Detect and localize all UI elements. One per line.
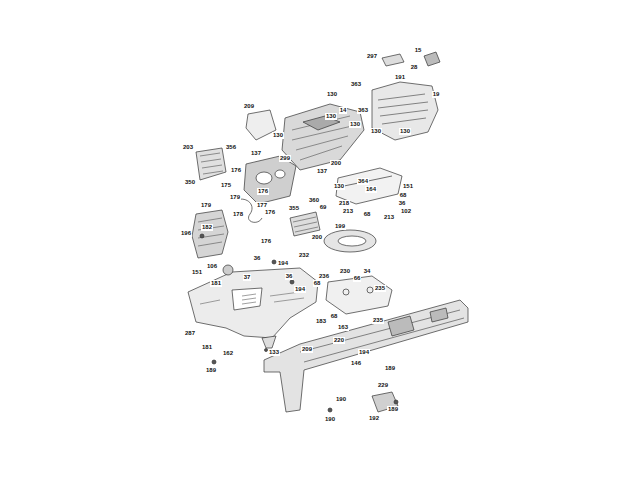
callout-number: 363 (350, 81, 362, 88)
callout-number: 34 (363, 268, 372, 275)
callout-number: 192 (368, 415, 380, 422)
callout-number: 194 (277, 260, 289, 267)
callout-number: 164 (365, 186, 377, 193)
callout-number: 191 (394, 74, 406, 81)
callout-number: 175 (220, 182, 232, 189)
callout-number: 287 (184, 330, 196, 337)
callout-number: 162 (222, 350, 234, 357)
callout-number: 229 (377, 382, 389, 389)
callout-number: 218 (338, 200, 350, 207)
callout-number: 151 (191, 269, 203, 276)
callout-number: 220 (333, 337, 345, 344)
callout-number: 230 (339, 268, 351, 275)
callout-number: 235 (374, 285, 386, 292)
callout-number: 199 (334, 223, 346, 230)
callout-number: 68 (330, 313, 339, 320)
callout-number: 130 (326, 91, 338, 98)
callout-number: 137 (316, 168, 328, 175)
callout-number: 236 (318, 273, 330, 280)
callout-number: 194 (358, 349, 370, 356)
callout-number: 14 (339, 107, 348, 114)
callout-number: 360 (308, 197, 320, 204)
callout-number: 69 (319, 204, 328, 211)
callout-number: 36 (285, 273, 294, 280)
callout-number: 178 (232, 211, 244, 218)
callout-number: 189 (384, 365, 396, 372)
callout-number: 176 (257, 188, 269, 195)
callout-number: 179 (200, 202, 212, 209)
callout-number: 37 (243, 274, 252, 281)
callout-number: 213 (342, 208, 354, 215)
callout-number: 66 (353, 275, 362, 282)
callout-number: 350 (184, 179, 196, 186)
callout-number: 176 (230, 167, 242, 174)
callout-number: 183 (315, 318, 327, 325)
callout-number: 235 (372, 317, 384, 324)
callout-number: 68 (399, 192, 408, 199)
callout-number: 232 (298, 252, 310, 259)
callout-number: 299 (279, 155, 291, 162)
callout-number: 297 (366, 53, 378, 60)
callout-number: 355 (288, 205, 300, 212)
callout-number: 130 (333, 183, 345, 190)
callout-number: 36 (398, 200, 407, 207)
callout-number: 200 (311, 234, 323, 241)
callout-number: 177 (256, 202, 268, 209)
callout-number: 68 (363, 211, 372, 218)
callout-number: 363 (357, 107, 369, 114)
callout-number: 190 (335, 396, 347, 403)
callout-number: 200 (330, 160, 342, 167)
callout-number: 68 (313, 280, 322, 287)
callout-number: 36 (253, 255, 262, 262)
callout-number: 130 (349, 121, 361, 128)
callout-number: 194 (294, 286, 306, 293)
callout-number: 133 (268, 349, 280, 356)
callout-number: 182 (201, 224, 213, 231)
callout-number: 130 (370, 128, 382, 135)
callout-number: 196 (180, 230, 192, 237)
callout-number: 181 (201, 344, 213, 351)
callout-number: 130 (399, 128, 411, 135)
callout-number: 146 (350, 360, 362, 367)
callout-number: 209 (243, 103, 255, 110)
callout-number: 190 (324, 416, 336, 423)
callout-number: 181 (210, 280, 222, 287)
callout-number: 189 (205, 367, 217, 374)
callout-number: 151 (402, 183, 414, 190)
callout-number: 28 (410, 64, 419, 71)
callout-number: 15 (414, 47, 423, 54)
callout-number: 356 (225, 144, 237, 151)
callout-number: 106 (206, 263, 218, 270)
callout-number: 176 (260, 238, 272, 245)
callout-number: 209 (301, 346, 313, 353)
callout-number: 130 (272, 132, 284, 139)
callout-number: 189 (387, 406, 399, 413)
callout-number: 137 (250, 150, 262, 157)
callout-number: 213 (383, 214, 395, 221)
callout-number: 203 (182, 144, 194, 151)
callout-number: 19 (432, 91, 441, 98)
callout-number: 102 (400, 208, 412, 215)
callout-number: 163 (337, 324, 349, 331)
callout-number: 176 (264, 209, 276, 216)
callout-number: 179 (229, 194, 241, 201)
callout-number: 130 (325, 113, 337, 120)
callout-number: 364 (357, 178, 369, 185)
